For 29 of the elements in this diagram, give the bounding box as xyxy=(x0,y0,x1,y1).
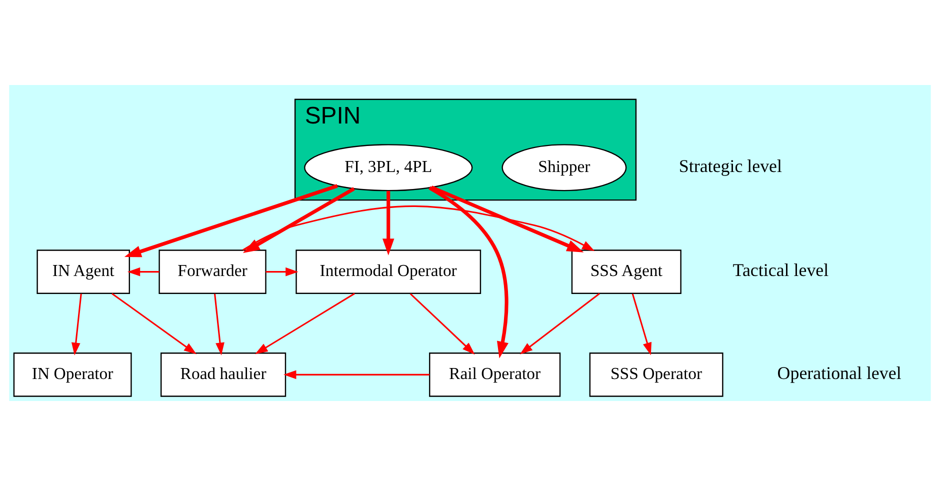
arrow xyxy=(632,294,652,356)
node-box: SSS Agent xyxy=(571,250,682,294)
arrow xyxy=(266,267,298,276)
arrow xyxy=(214,294,224,356)
node-box: SSS Operator xyxy=(589,352,724,397)
label: Operational level xyxy=(777,362,902,383)
label: Tactical level xyxy=(732,260,829,280)
label: Strategic level xyxy=(678,156,782,176)
node-ellipse: Shipper xyxy=(502,144,627,192)
node-box: Road haulier xyxy=(160,352,286,397)
arrow xyxy=(255,292,355,354)
arrow xyxy=(284,370,430,380)
arrow xyxy=(124,184,338,258)
node-box: IN Operator xyxy=(13,352,132,397)
arrow xyxy=(428,186,508,358)
node-box: Intermodal Operator xyxy=(296,250,482,294)
arrow xyxy=(520,292,600,354)
node-box: IN Agent xyxy=(36,250,130,294)
arrow xyxy=(382,190,394,256)
node-box: Rail Operator xyxy=(429,352,561,397)
node-box: Forwarder xyxy=(158,250,266,294)
arrow xyxy=(242,187,355,254)
arrow xyxy=(410,293,475,355)
arrow xyxy=(430,186,584,252)
arrow xyxy=(242,205,595,252)
arrow xyxy=(71,294,82,356)
node-ellipse: FI, 3PL, 4PL xyxy=(304,144,473,192)
arrow xyxy=(127,267,160,276)
arrow xyxy=(112,292,197,354)
